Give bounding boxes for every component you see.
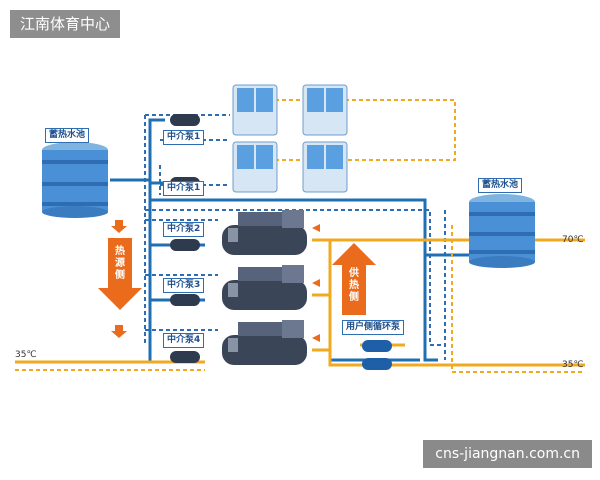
left-tank-label: 蓄热水池 — [45, 128, 90, 143]
user-pumps — [362, 340, 392, 370]
heat-pump-units — [222, 210, 307, 365]
pump-icon — [170, 351, 200, 363]
air-source-heat-pump-icon — [232, 84, 278, 136]
pump-icon — [170, 114, 200, 126]
pump-1a-label: 中介泵1 — [163, 130, 205, 145]
heat-supply-arrow-icon — [332, 243, 376, 315]
heat-pump-unit-icon — [222, 210, 307, 255]
site-watermark: cns-jiangnan.com.cn — [423, 440, 592, 468]
pump-icon — [362, 358, 392, 370]
venue-title: 江南体育中心 — [10, 10, 121, 38]
pump-4-label: 中介泵4 — [163, 333, 205, 348]
pump-icon — [170, 239, 200, 251]
heat-pump-unit-icon — [222, 320, 307, 365]
air-source-heat-pump-icon — [302, 84, 348, 136]
temp-right-top: 70℃ — [562, 235, 584, 245]
pump-3-label: 中介泵3 — [163, 278, 205, 293]
heat-source-arrow-icon — [98, 238, 142, 310]
air-source-heat-pump-icon — [232, 141, 278, 193]
left-water-tank — [42, 142, 108, 218]
air-source-units — [232, 84, 348, 193]
pump-2-label: 中介泵2 — [163, 222, 205, 237]
heat-pump-unit-icon — [222, 265, 307, 310]
heat-source-side-label: 热源侧 — [115, 246, 125, 281]
right-tank-label: 蓄热水池 — [478, 178, 523, 193]
small-arrow-icon — [111, 325, 127, 338]
temp-right-bottom: 35℃ — [562, 360, 584, 370]
small-arrow-icon — [111, 220, 127, 233]
heat-supply-side-label: 供热侧 — [349, 268, 359, 303]
right-water-tank — [469, 194, 535, 268]
air-source-heat-pump-icon — [302, 141, 348, 193]
user-pump-label: 用户侧循环泵 — [342, 320, 405, 335]
pump-icon — [170, 294, 200, 306]
orange-dashed-pipes — [15, 99, 585, 373]
pumps — [170, 114, 200, 363]
pump-icon — [362, 340, 392, 352]
temp-left: 35℃ — [15, 350, 37, 360]
pump-1b-label: 中介泵1 — [163, 181, 205, 196]
flow-arrows — [98, 220, 376, 342]
